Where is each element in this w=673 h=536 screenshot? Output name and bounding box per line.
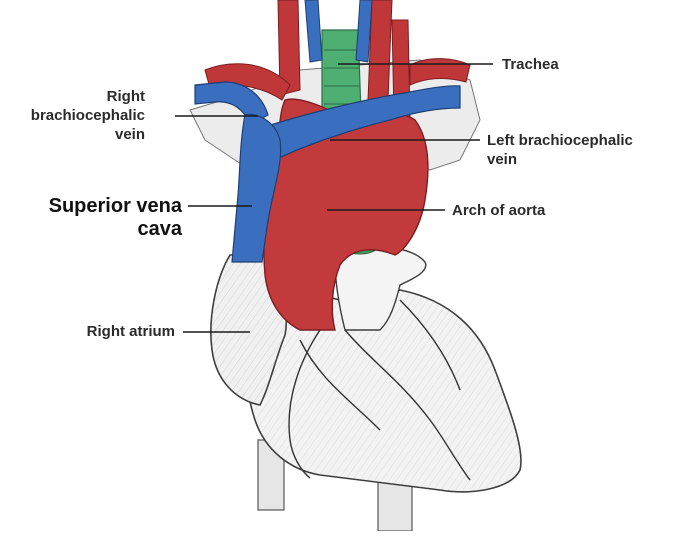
right-atrium-label: Right atrium bbox=[0, 322, 175, 341]
right-internal-jugular bbox=[305, 0, 322, 62]
trachea-label: Trachea bbox=[502, 55, 559, 74]
left-brachiocephalic-vein-label: Left brachiocephalic vein bbox=[487, 131, 633, 169]
descending-aorta bbox=[378, 480, 412, 531]
left-common-carotid bbox=[368, 0, 392, 100]
right-brachiocephalic-vein-label: Right brachiocephalic vein bbox=[0, 87, 145, 144]
superior-vena-cava-label: Superior vena cava bbox=[0, 195, 182, 241]
arch-of-aorta-label: Arch of aorta bbox=[452, 201, 545, 220]
